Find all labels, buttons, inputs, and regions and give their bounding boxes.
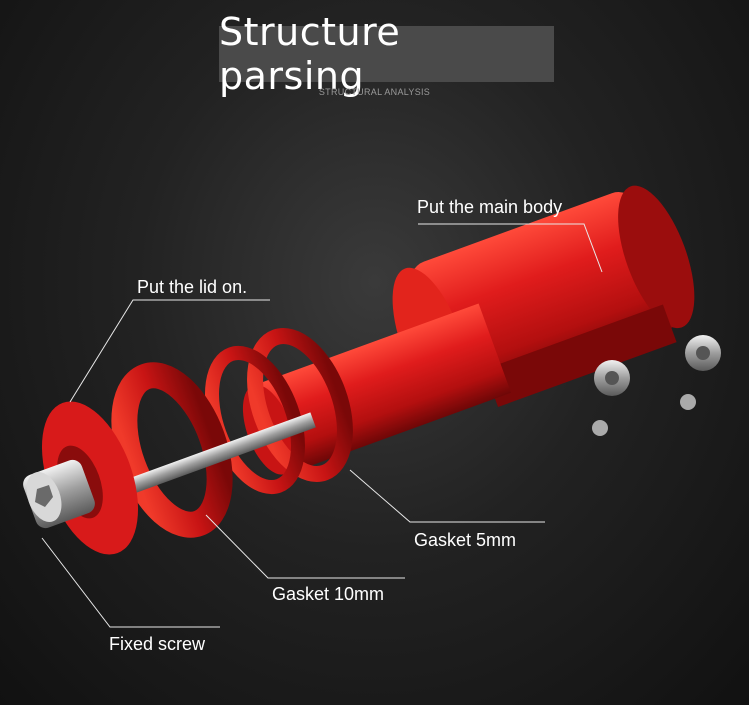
page-title: Structure parsing: [219, 10, 401, 98]
callout-line-gasket-5mm: [349, 469, 545, 523]
callout-fixed-screw: Fixed screw: [109, 634, 206, 654]
clamp-bolts: [592, 335, 721, 436]
gasket-10mm-ring: [111, 362, 233, 538]
callout-line-main-body: [418, 223, 603, 273]
title-banner: Structure parsing: [219, 10, 554, 98]
callout-gasket-10mm: Gasket 10mm: [272, 584, 385, 604]
callout-line-gasket-10mm: [205, 514, 405, 579]
callout-lid: Put the lid on.: [137, 277, 248, 297]
callout-gasket-5mm: Gasket 5mm: [414, 530, 517, 550]
fixed-screw-head: [23, 459, 95, 529]
callout-line-lid: [69, 299, 270, 403]
callout-main-body: Put the main body: [417, 197, 563, 217]
callout-line-fixed-screw: [41, 537, 220, 628]
callout-lines: [41, 223, 603, 628]
page-subtitle: STRUCTURAL ANALYSIS: [318, 87, 431, 97]
